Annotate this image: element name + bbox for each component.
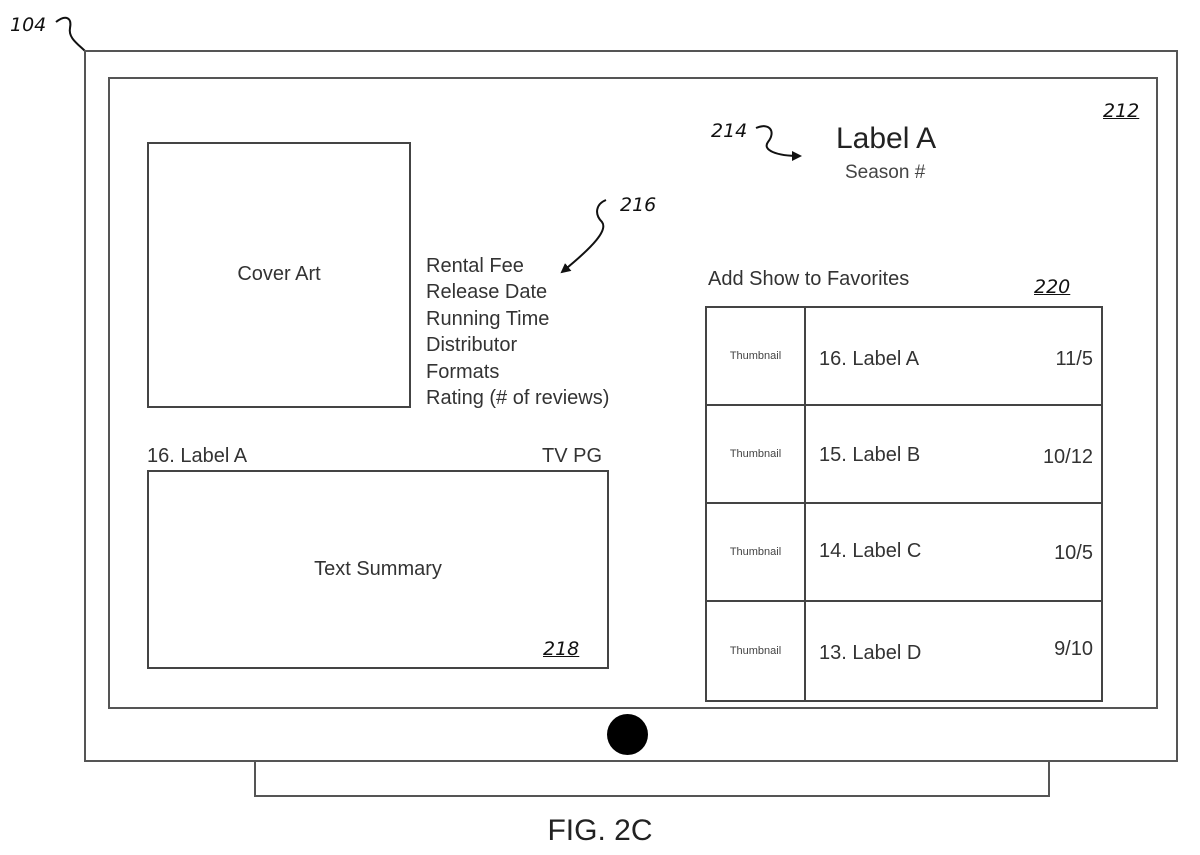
ref-details-label: 216 — [620, 194, 657, 216]
detail-release-date: Release Date — [426, 281, 548, 304]
thumbnail: Thumbnail — [707, 602, 806, 700]
ref-summary-label: 218 — [543, 638, 580, 660]
details-list: Rental Fee Release Date Running Time Dis… — [426, 253, 609, 411]
episode-title: 15. Label B — [819, 444, 921, 466]
episode-date: 9/10 — [1054, 638, 1093, 660]
detail-rating: Rating (# of reviews) — [426, 387, 610, 410]
detail-running-time: Running Time — [426, 307, 550, 330]
detail-distributor: Distributor — [426, 334, 518, 357]
episode-label: 16. Label A — [147, 445, 248, 467]
ref-216-arrow — [560, 199, 607, 274]
ref-screen-label: 212 — [1103, 100, 1140, 122]
figure-caption: FIG. 2C — [547, 814, 653, 847]
episode-row[interactable]: Thumbnail 16. Label A 11/5 — [707, 308, 1101, 406]
ref-episode-list-label: 220 — [1034, 276, 1071, 298]
ref-214-arrow — [755, 125, 802, 161]
cover-art[interactable]: Cover Art — [147, 142, 411, 408]
tv-screen — [108, 77, 1158, 709]
cover-art-label: Cover Art — [237, 262, 321, 285]
thumbnail: Thumbnail — [707, 504, 806, 600]
thumbnail: Thumbnail — [707, 406, 806, 502]
show-title: Label A — [836, 122, 937, 155]
tv-frame — [84, 50, 1178, 762]
ref-device-label: 104 — [10, 14, 47, 36]
power-button[interactable] — [607, 714, 648, 755]
episode-list: Thumbnail 16. Label A 11/5 Thumbnail 15.… — [705, 306, 1103, 702]
episode-row[interactable]: Thumbnail 13. Label D 9/10 — [707, 602, 1101, 700]
detail-rental-fee: Rental Fee — [426, 255, 524, 277]
season-label: Season # — [845, 162, 926, 183]
episode-date: 10/5 — [1054, 542, 1093, 564]
text-summary: Text Summary — [147, 470, 609, 669]
episode-row[interactable]: Thumbnail 15. Label B 10/12 — [707, 406, 1101, 504]
episode-title: 13. Label D — [819, 642, 922, 664]
episode-date: 10/12 — [1042, 446, 1093, 468]
tv-rating: TV PG — [542, 445, 603, 467]
episode-title: 16. Label A — [819, 348, 920, 370]
ref-104-leader — [55, 16, 87, 53]
episode-row[interactable]: Thumbnail 14. Label C 10/5 — [707, 504, 1101, 602]
add-to-favorites-button[interactable]: Add Show to Favorites — [708, 268, 910, 290]
episode-title: 14. Label C — [819, 540, 922, 562]
ref-title-label: 214 — [711, 120, 748, 142]
text-summary-label: Text Summary — [314, 558, 442, 580]
episode-date: 11/5 — [1055, 348, 1093, 370]
detail-formats: Formats — [426, 360, 500, 383]
tv-stand — [254, 762, 1050, 797]
thumbnail: Thumbnail — [707, 308, 806, 404]
